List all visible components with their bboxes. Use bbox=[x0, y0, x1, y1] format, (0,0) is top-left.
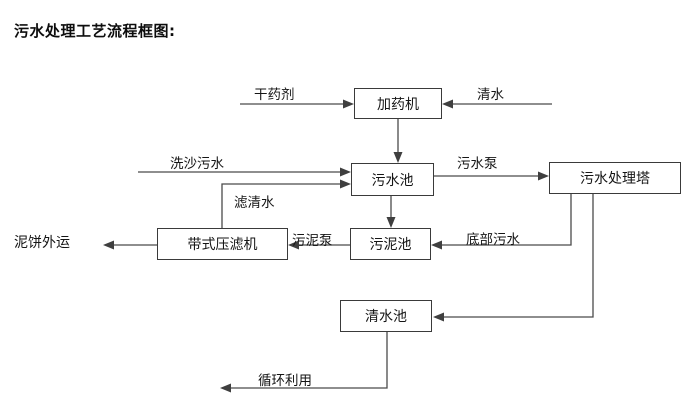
node-label: 加药机 bbox=[377, 96, 419, 113]
node-clear-water-pool[interactable]: 清水池 bbox=[340, 300, 432, 332]
edge-label-sewage-pump: 污水泵 bbox=[457, 156, 498, 172]
node-sludge-pool[interactable]: 污泥池 bbox=[350, 228, 431, 260]
connector-sewage-pool-to-tower bbox=[434, 171, 549, 181]
connector-clear-water-pool-to-recycle bbox=[220, 332, 388, 393]
connector-belt-filter-to-mud-cake bbox=[103, 240, 157, 250]
edge-label-recycle-reuse: 循环利用 bbox=[258, 373, 312, 389]
node-label: 污水处理塔 bbox=[580, 171, 650, 187]
node-treatment-tower[interactable]: 污水处理塔 bbox=[549, 162, 681, 194]
connector-tower-to-sludge-pool bbox=[431, 194, 572, 250]
edge-label-clean-water: 清水 bbox=[477, 87, 504, 103]
connector-clean-water-to-dosing bbox=[442, 99, 552, 109]
connector-tower-to-clear-water-pool bbox=[433, 194, 594, 322]
connector-dry-chemical-to-dosing bbox=[240, 99, 354, 109]
connector-filtered-water-to-sewage-pool bbox=[221, 179, 351, 228]
connector-sewage-pool-to-sludge-pool bbox=[386, 196, 396, 228]
edge-label-filtered-water: 滤清水 bbox=[234, 195, 275, 211]
node-label: 污泥池 bbox=[369, 237, 412, 253]
node-label: 带式压滤机 bbox=[187, 237, 258, 253]
node-dosing-machine[interactable]: 加药机 bbox=[354, 88, 442, 119]
node-label: 污水池 bbox=[371, 172, 414, 189]
node-sewage-pool[interactable]: 污水池 bbox=[351, 163, 434, 196]
edge-label-dry-chemical: 干药剂 bbox=[254, 87, 295, 103]
node-belt-filter-press[interactable]: 带式压滤机 bbox=[157, 228, 288, 260]
connector-sludge-pool-to-belt-filter bbox=[288, 240, 350, 250]
edge-label-sand-wash-sewage: 洗沙污水 bbox=[170, 156, 224, 172]
connector-sand-wash-to-sewage-pool bbox=[138, 167, 351, 177]
edge-label-sludge-pump: 污泥泵 bbox=[292, 233, 333, 249]
node-label: 清水池 bbox=[365, 309, 407, 325]
page-title: 污水处理工艺流程框图: bbox=[14, 22, 176, 40]
label-mud-cake-out: 泥饼外运 bbox=[14, 235, 70, 251]
connector-dosing-to-sewage-pool bbox=[393, 119, 403, 163]
edge-label-bottom-sewage: 底部污水 bbox=[466, 232, 520, 248]
